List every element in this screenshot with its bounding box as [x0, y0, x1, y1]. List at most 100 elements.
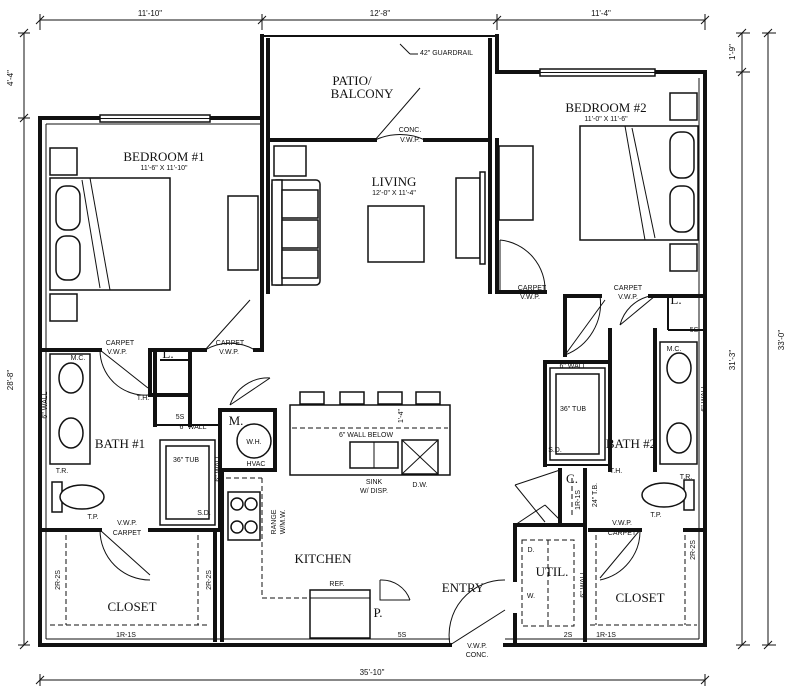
ref-label: REF.: [329, 581, 344, 588]
sd-bath2: S.D.: [548, 447, 562, 454]
bedroom1-size: 11'-6" X 11'-10": [140, 165, 188, 172]
sofa-cushion-1: [281, 189, 319, 219]
nightstand-1a: [49, 147, 78, 176]
dim-top-right: 11'-4": [591, 9, 611, 18]
patio-door: [374, 87, 426, 141]
th-bath2: T.H.: [610, 468, 623, 475]
disp-label: W/ DISP.: [360, 488, 388, 495]
th-bath1: T.H.: [137, 395, 150, 402]
closet1-door: [99, 529, 151, 581]
furniture: [49, 92, 699, 639]
wall6-bath1-left: 6" WALL: [42, 391, 49, 418]
closet2-1r1s: 1R-1S: [596, 632, 616, 639]
closet1-2r2s-left: 2R-2S: [55, 570, 62, 590]
toilet-1: [59, 484, 105, 510]
wall6-bath2-top: 6" WALL: [559, 363, 586, 370]
pantry-5s: 5S: [398, 632, 407, 639]
patio-vwp: V.W.P.: [400, 137, 420, 144]
bar-stool-3: [377, 391, 403, 405]
sink-2b: [666, 422, 692, 454]
linen-bed1-5s: 5S: [176, 414, 185, 421]
vwp-closet2: V.W.P.: [612, 520, 632, 527]
tub-2-inner: [555, 373, 600, 455]
vwp-bed2-b: V.W.P.: [618, 294, 638, 301]
dim-right-inner: 31'-3": [728, 350, 737, 371]
mech-door: [229, 377, 271, 406]
linen-bed2-5s: 5S: [690, 327, 699, 334]
vwp-bed1-a: V.W.P.: [107, 349, 127, 356]
util-door: [514, 504, 561, 526]
living-name: LIVING: [372, 174, 417, 189]
sofa-back: [271, 179, 283, 286]
dim-right-top: 1'-9": [728, 44, 737, 60]
sink-label: SINK: [366, 479, 383, 486]
range-label: RANGE: [271, 509, 278, 534]
bedroom2-door: [499, 239, 546, 293]
wall6-bath2-right: 6" WALL: [701, 384, 708, 411]
carpet-bed2-a: CARPET: [518, 285, 547, 292]
closet2-door: [599, 529, 641, 581]
dim-left-side: 28'-8": [6, 370, 15, 391]
closet2-2r2s-right: 2R-2S: [690, 540, 697, 560]
tub-bath1: 36" TUB: [173, 457, 199, 464]
tv-stand: [455, 177, 481, 259]
water-heater: [236, 423, 272, 459]
sink-2a: [666, 352, 692, 384]
pillow-1a: [55, 185, 81, 231]
coffee-table: [367, 205, 425, 263]
side-table-living: [273, 145, 307, 177]
nightstand-2b: [669, 243, 698, 272]
sink-1a: [58, 362, 84, 394]
burner-4: [244, 520, 258, 534]
bar-stool-1: [299, 391, 325, 405]
pillow-1b: [55, 235, 81, 281]
pillow-2a: [669, 131, 695, 179]
carpet-bed1-b: CARPET: [216, 340, 245, 347]
util-2s: 2S: [564, 632, 573, 639]
counter-height: 1'-4": [398, 409, 405, 423]
mc-bath2: M.C.: [667, 346, 682, 353]
bath1-name: BATH #1: [95, 436, 145, 451]
mc-bath1: M.C.: [71, 355, 86, 362]
wh-label: W.H.: [246, 439, 261, 446]
dryer-label: D.: [528, 547, 535, 554]
nightstand-1b: [49, 293, 78, 322]
wall6-bath1-top: 6" WALL: [179, 424, 206, 431]
linen2-door: [619, 295, 656, 326]
closet1-2r2s-right: 2R-2S: [206, 570, 213, 590]
patio-conc: CONC.: [399, 127, 422, 134]
pantry-label: P.: [373, 605, 382, 620]
closet1-name: CLOSET: [107, 599, 156, 614]
patio-label-1: PATIO/: [332, 73, 372, 88]
guardrail-label: 42" GUARDRAIL: [420, 50, 473, 57]
dresser-1: [227, 195, 259, 271]
mw-label: W/M.W.: [280, 510, 287, 535]
refrigerator: [309, 589, 371, 639]
burner-1: [230, 497, 244, 511]
pantry-door: [379, 579, 411, 601]
bedroom2-name: BEDROOM #2: [565, 100, 646, 115]
vwp-closet1: V.W.P.: [117, 520, 137, 527]
linen-bed2: L.: [670, 292, 681, 307]
tub-bath2: 36" TUB: [560, 406, 586, 413]
util-name: UTIL.: [536, 564, 569, 579]
pillow-2b: [669, 185, 695, 233]
entry-name: ENTRY: [442, 580, 485, 595]
dresser-2: [498, 145, 534, 221]
linen-bed1: L.: [162, 346, 173, 361]
closet-c-label: C.: [566, 471, 578, 486]
burner-3: [230, 520, 244, 534]
bar-stool-2: [339, 391, 365, 405]
bedroom1-name: BEDROOM #1: [123, 149, 204, 164]
tub-1-inner: [165, 445, 210, 520]
dim-top-middle: 12'-8": [370, 9, 391, 18]
bar-stool-4: [415, 391, 441, 405]
dimension-labels: 11'-10" 12'-8" 11'-4" 35'-10" 4'-4" 28'-…: [6, 9, 786, 677]
bath2-door: [564, 295, 606, 356]
carpet-bed2-b: CARPET: [614, 285, 643, 292]
sd-bath1: S.D.: [197, 510, 211, 517]
entry-door: [448, 579, 506, 646]
kitchen-name: KITCHEN: [294, 551, 352, 566]
dim-right-outer: 33'-0": [777, 330, 786, 351]
